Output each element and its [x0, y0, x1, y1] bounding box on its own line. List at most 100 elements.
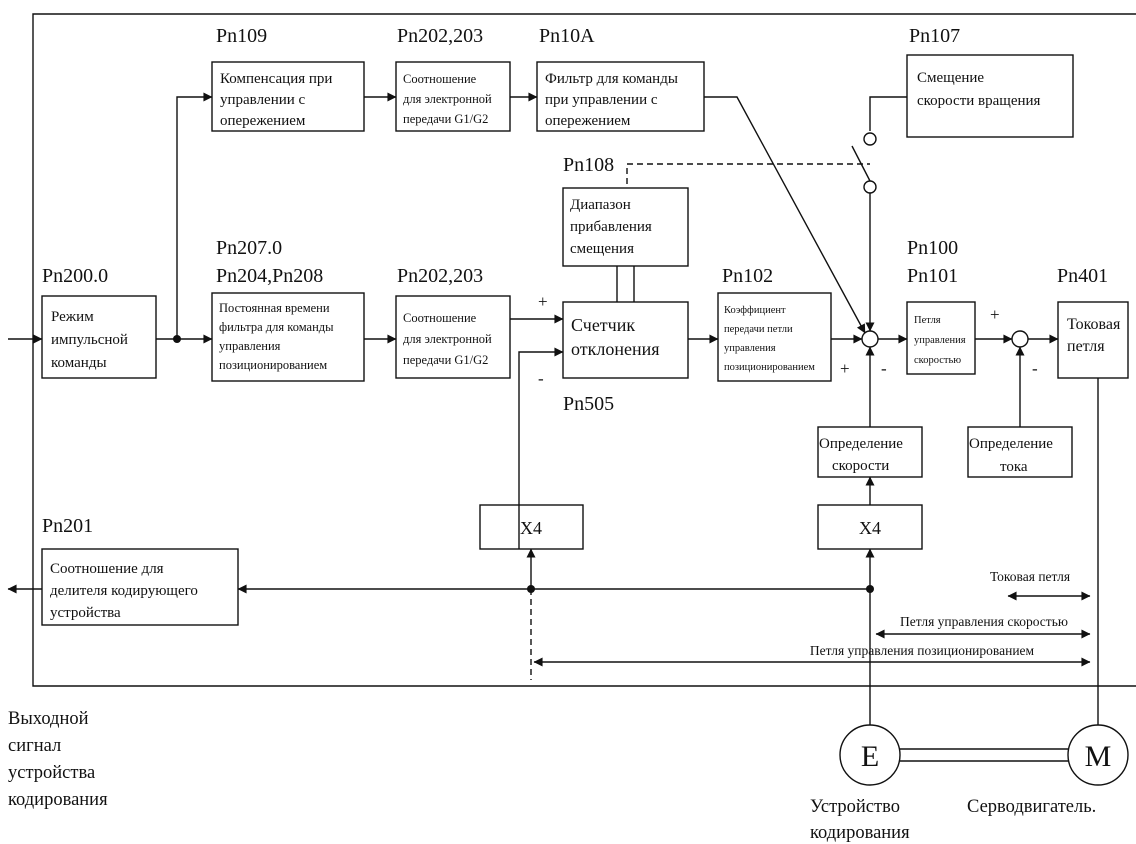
- pulse-mode-line-1: Режим: [51, 309, 94, 325]
- param-pn107: Pn107: [909, 25, 960, 47]
- caption-encoder-output-signal: Выходной сигнал устройства кодирования: [8, 709, 108, 810]
- servo-motor-symbol: [1067, 724, 1129, 786]
- param-pn202-top: Pn202,203: [397, 25, 483, 47]
- param-pn109: Pn109: [216, 25, 267, 47]
- sign-minus-counter-in: -: [538, 369, 544, 388]
- block-feedforward-compensation-text: Компенсация при управлении с опережением: [220, 71, 336, 129]
- pos-gain-line-3: управления: [724, 343, 776, 354]
- block-bias-range: [562, 187, 689, 267]
- ff-filter-line-2: при управлении с: [545, 92, 658, 108]
- pos-gain-line-4: позиционированием: [724, 362, 815, 373]
- block-deviation-counter: [562, 301, 689, 379]
- output-caption-line-2: сигнал: [8, 736, 61, 756]
- encoder-caption-line-1: Устройство: [810, 797, 900, 817]
- gear-top-line-1: Соотношение: [403, 72, 477, 86]
- block-speed-bias-text: Смещение скорости вращения: [917, 70, 1041, 109]
- encoder-motor-shaft: [900, 748, 1068, 762]
- divider-line-1: Соотношение для: [50, 561, 164, 577]
- block-pulse-command-mode-text: Режим импульсной команды: [51, 309, 132, 371]
- motor-letter: M: [1085, 740, 1112, 773]
- speed-bias-line-1: Смещение: [917, 70, 984, 86]
- speed-bias-line-2: скорости вращения: [917, 93, 1041, 109]
- block-current-loop: [1057, 301, 1129, 379]
- speed-loop-line-1: Петля: [914, 315, 941, 326]
- speed-detect-line-1: Определение: [819, 436, 903, 452]
- param-pn201: Pn201: [42, 515, 93, 537]
- param-pn102: Pn102: [722, 265, 773, 287]
- param-pn100: Pn100: [907, 237, 958, 259]
- divider-line-3: устройства: [50, 605, 121, 621]
- range-label-speed-loop: Петля управления скоростью: [900, 614, 1068, 629]
- block-filter-time-constant: [211, 292, 365, 382]
- block-x4-left: [479, 504, 584, 550]
- divider-line-2: делителя кодирующего: [50, 583, 198, 599]
- deviation-counter-line-1: Счетчик: [571, 315, 635, 335]
- encoder-letter: E: [861, 740, 879, 773]
- feedforward-comp-line-2: управлении с: [220, 92, 306, 108]
- bias-range-line-1: Диапазон: [570, 197, 631, 213]
- speed-loop-line-2: управления: [914, 335, 966, 346]
- block-encoder-divider: [41, 548, 239, 626]
- range-label-current-loop: Токовая петля: [990, 569, 1070, 584]
- gear-mid-line-3: передачи G1/G2: [403, 353, 488, 367]
- sign-plus-current-junction: +: [990, 305, 1000, 324]
- block-pulse-command-mode: [41, 295, 157, 379]
- block-position-loop-gain-text: Коэффициент передачи петли управления по…: [724, 305, 815, 373]
- pulse-mode-line-3: команды: [51, 355, 107, 371]
- encoder-caption-line-2: кодирования: [810, 823, 910, 843]
- block-gear-ratio-mid-text: Соотношение для электронной передачи G1/…: [403, 311, 495, 367]
- block-feedforward-filter-text: Фильтр для команды при управлении с опер…: [545, 71, 682, 129]
- output-caption-line-1: Выходной: [8, 709, 89, 729]
- block-x4-right-label: X4: [859, 518, 881, 538]
- pos-gain-line-2: передачи петли: [724, 324, 793, 335]
- pos-gain-line-1: Коэффициент: [724, 305, 786, 316]
- encoder-symbol: [839, 724, 901, 786]
- block-filter-time-constant-text: Постоянная времени фильтра для команды у…: [219, 301, 337, 372]
- block-speed-detection-text: Определение скорости: [819, 436, 907, 474]
- block-speed-bias: [906, 54, 1074, 138]
- summing-junction-speed: [861, 330, 879, 348]
- speed-loop-line-3: скоростью: [914, 355, 961, 366]
- block-speed-loop: [906, 301, 976, 375]
- speed-detect-line-2: скорости: [832, 458, 889, 474]
- output-caption-line-3: устройства: [8, 763, 95, 783]
- block-gear-ratio-top-text: Соотношение для электронной передачи G1/…: [403, 72, 495, 126]
- param-pn204: Pn204,Pn208: [216, 265, 323, 287]
- caption-encoder: Устройство кодирования: [810, 797, 910, 843]
- param-pn200: Pn200.0: [42, 265, 108, 287]
- speed-bias-switch: [851, 132, 877, 194]
- gear-top-line-2: для электронной: [403, 92, 492, 106]
- feedforward-comp-line-3: опережением: [220, 113, 306, 129]
- current-detect-line-1: Определение: [969, 436, 1053, 452]
- sign-minus-speed-junction: -: [881, 359, 887, 378]
- ff-filter-line-3: опережением: [545, 113, 631, 129]
- block-speed-loop-text: Петля управления скоростью: [914, 315, 968, 366]
- block-deviation-counter-text: Счетчик отклонения: [571, 315, 660, 359]
- sign-plus-speed-junction: +: [840, 359, 850, 378]
- block-bias-range-text: Диапазон прибавления смещения: [570, 197, 656, 257]
- range-label-position-loop: Петля управления позиционированием: [810, 643, 1035, 658]
- block-x4-left-label: X4: [520, 518, 542, 538]
- filter-time-line-4: позиционированием: [219, 358, 327, 372]
- gear-mid-line-2: для электронной: [403, 332, 492, 346]
- filter-time-line-2: фильтра для команды: [219, 320, 334, 334]
- block-position-loop-gain: [717, 292, 832, 382]
- block-x4-right: [817, 504, 923, 550]
- param-pn505: Pn505: [563, 393, 614, 415]
- ff-filter-line-1: Фильтр для команды: [545, 71, 678, 87]
- param-pn108: Pn108: [563, 154, 614, 176]
- filter-time-line-3: управления: [219, 339, 281, 353]
- param-pn207: Pn207.0: [216, 237, 282, 259]
- block-speed-detection: [817, 426, 923, 478]
- param-pn101: Pn101: [907, 265, 958, 287]
- caption-servo-motor: Серводвигатель.: [967, 797, 1096, 817]
- bias-range-line-3: смещения: [570, 241, 634, 257]
- output-caption-line-4: кодирования: [8, 790, 108, 810]
- current-detect-line-2: тока: [1000, 459, 1028, 475]
- block-gear-ratio-mid: [395, 295, 511, 379]
- param-pn202-mid: Pn202,203: [397, 265, 483, 287]
- block-current-loop-text: Токовая петля: [1067, 316, 1124, 355]
- param-pn10a: Pn10A: [539, 25, 595, 47]
- current-loop-line-1: Токовая: [1067, 316, 1121, 333]
